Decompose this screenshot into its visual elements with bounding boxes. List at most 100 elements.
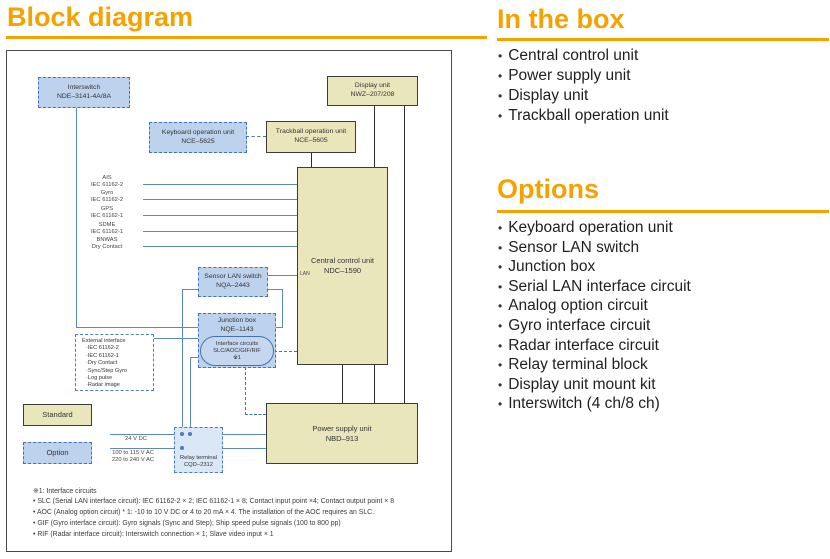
relay-dot-3 [180, 446, 184, 450]
bullet-icon: • [498, 109, 503, 123]
relay-dot-1 [180, 432, 184, 436]
list-item-label: Serial LAN interface circuit [508, 277, 691, 295]
options-heading: Options [497, 174, 599, 204]
junction-power-line-v [190, 357, 191, 435]
psu-label: Power supply unit [312, 423, 372, 433]
signal-line-sdme [143, 231, 297, 232]
signal-label-bnwas: BNWAS Dry Contact [91, 237, 123, 251]
legend-standard: Standard [23, 404, 92, 426]
list-item: •Power supply unit [498, 67, 828, 87]
external-interface-item: ·Log pulse [86, 375, 113, 382]
trackball-unit-box: Trackball operation unit NCE–5605 [266, 121, 356, 153]
lan-line [267, 275, 297, 276]
bullet-icon: • [498, 221, 503, 235]
list-item-label: Central control unit [508, 47, 639, 64]
bullet-icon: • [498, 69, 503, 83]
list-item: •Central control unit [498, 47, 828, 67]
list-item-label: Radar interface circuit [508, 336, 659, 354]
dot-icon: · [86, 360, 88, 367]
keyboard-trackball-dashed-line [246, 136, 266, 137]
list-item: •Sensor LAN switch [498, 239, 828, 259]
interface-circuits-label: Interface circuits [215, 340, 259, 347]
in-the-box-rule [497, 38, 829, 41]
interface-circuits-pill: Interface circuits SLC/AOC/GIF/RIF ※1 [200, 336, 274, 366]
footnote-line: ※1: Interface circuits [33, 488, 97, 495]
signal-label-sdme: SDME IEC 61162-1 [90, 222, 124, 236]
signal-line-ais [143, 184, 297, 185]
bullet-icon: • [498, 89, 503, 103]
keyboard-unit-label: Keyboard operation unit [161, 128, 235, 136]
lan-port-label: LAN [300, 271, 310, 277]
trackball-unit-label: Trackball operation unit [275, 128, 347, 136]
bullet-icon: • [498, 260, 503, 275]
bullet-icon: • [498, 358, 503, 373]
signal-line-gyro [143, 199, 297, 200]
pill-psu-dashed-line-h [245, 414, 266, 415]
bullet-icon: • [498, 318, 503, 333]
interswitch-label: Interswitch [67, 83, 101, 91]
list-item-label: Interswitch (4 ch/8 ch) [508, 395, 660, 413]
signal-line-bnwas [143, 246, 297, 247]
sensor-lan-model: NQA–2443 [216, 282, 250, 289]
external-interface-item: ·IEC 61162-2 [86, 345, 119, 352]
trackball-ccu-line [311, 153, 312, 167]
interswitch-line-horizontal [76, 327, 198, 328]
signal-label-gyro: Gyro IEC 61162-2 [90, 190, 124, 204]
external-interface-title: External interface [82, 338, 126, 344]
list-item-label: Display unit mount kit [508, 375, 656, 393]
relay-terminal-model: CQD–2312 [183, 462, 213, 468]
footnote-line: • SLC (Serial LAN interface circuit): IE… [33, 498, 395, 505]
footnote-line: • AOC (Analog option circuit) * 1: -10 t… [33, 509, 375, 516]
external-interface-item: ·Radar image [86, 382, 120, 389]
dot-icon: · [86, 375, 88, 382]
list-item: • Display unit mount kit [498, 376, 828, 396]
display-psu-line [404, 105, 405, 403]
signal-label-ais: AIS IEC 61162-2 [90, 175, 124, 189]
options-list: •Keyboard operation unit •Sensor LAN swi… [498, 219, 828, 415]
external-interface-box: External interface ·IEC 61162-2 ·IEC 611… [75, 334, 154, 391]
relay-terminal-label: Relay terminal [179, 455, 218, 461]
list-item: • Gyro interface circuit [498, 317, 828, 337]
relay-dot-2 [188, 432, 192, 436]
psu-model: NBD–913 [325, 433, 359, 443]
in-the-box-heading: In the box [497, 4, 625, 34]
interswitch-line-vertical [76, 107, 77, 327]
bullet-icon: • [498, 299, 503, 314]
list-item-label: Keyboard operation unit [508, 219, 673, 236]
options-rule [497, 210, 829, 213]
sensorlan-junction-line-v [282, 289, 283, 327]
signal-label-gps: GPS IEC 61162-1 [90, 206, 124, 220]
sensorlan-power-line-h [182, 289, 198, 290]
dot-icon: · [86, 382, 88, 389]
sensor-lan-switch-box: Sensor LAN switch NQA–2443 [198, 267, 268, 297]
interface-circuits-footmark: ※1 [232, 354, 242, 361]
dot-icon: · [86, 367, 88, 374]
ccu-psu-line-1 [342, 365, 343, 403]
bullet-icon: • [498, 377, 503, 392]
list-item-label: Gyro interface circuit [508, 316, 651, 334]
external-interface-item: ·Dry Contact [86, 360, 118, 367]
footnote-line: • GIF (Gyro interface circuit): Gyro sig… [33, 520, 341, 527]
power-supply-unit-box: Power supply unit NBD–913 [266, 403, 418, 464]
display-unit-label: Display unit [354, 82, 391, 90]
list-item-label: Sensor LAN switch [508, 238, 640, 256]
list-item-label: Relay terminal block [508, 356, 648, 374]
keyboard-unit-box: Keyboard operation unit NCE–5625 [149, 122, 247, 153]
interface-circuits-types: SLC/AOC/GIF/RIF [213, 347, 261, 354]
signal-line-gps [143, 215, 297, 216]
display-ccu-line [374, 105, 375, 167]
sensor-lan-label: Sensor LAN switch [204, 273, 262, 281]
junction-box-model: NQE–1143 [220, 325, 254, 333]
list-item: •Junction box [498, 258, 828, 278]
list-item: • Keyboard operation unit [498, 219, 828, 239]
list-item: •Trackball operation unit [498, 107, 828, 127]
pill-psu-dashed-line-v [245, 367, 246, 415]
dot-icon: · [86, 352, 88, 359]
central-control-unit-box: Central control unit NDC–1590 [297, 167, 388, 365]
external-interface-line [153, 338, 201, 339]
list-item: •Serial LAN interface circuit [498, 278, 828, 298]
sensorlan-junction-line-h1 [267, 289, 283, 290]
list-item: • Relay terminal block [498, 356, 828, 376]
sensorlan-junction-line-h2 [275, 327, 283, 328]
